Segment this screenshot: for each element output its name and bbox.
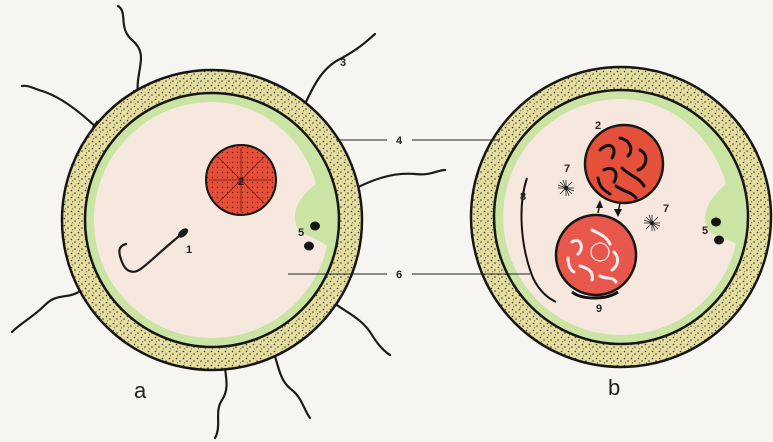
label-1: 1 — [186, 244, 192, 256]
label-7a: 7 — [564, 163, 570, 175]
label-2b: 2 — [595, 120, 601, 132]
label-7b: 7 — [663, 203, 669, 215]
label-2a: 2 — [238, 176, 244, 188]
egg-a — [12, 6, 445, 438]
label-5a: 5 — [298, 227, 304, 239]
panel-label-a: a — [134, 378, 147, 403]
label-6: 6 — [396, 269, 402, 281]
egg-b — [471, 67, 771, 367]
label-5b: 5 — [702, 225, 708, 237]
panel-label-b: b — [608, 375, 620, 400]
aster-left — [558, 180, 574, 196]
female-pronucleus — [585, 125, 663, 203]
label-4: 4 — [396, 135, 403, 147]
aster-right — [644, 215, 660, 231]
label-9: 9 — [596, 303, 602, 315]
label-3: 3 — [340, 57, 346, 69]
label-8: 8 — [520, 191, 526, 203]
